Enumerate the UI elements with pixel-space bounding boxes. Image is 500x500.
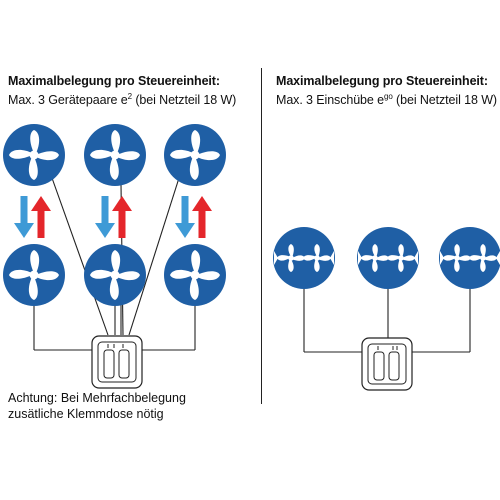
fan-icon <box>84 244 146 306</box>
fan-icon <box>3 124 65 186</box>
warning-note-line1: Achtung: Bei Mehrfachbelegung <box>8 391 186 405</box>
right-wiring <box>303 288 471 353</box>
airflow-arrow-up-icon <box>112 196 132 238</box>
left-arrow-group <box>14 196 212 238</box>
warning-note-line2: zusätliche Klemmdose nötig <box>8 407 164 421</box>
right-heading: Maximalbelegung pro Steuereinheit: Max. … <box>276 73 497 108</box>
airflow-arrow-down-icon <box>175 196 195 238</box>
fan-icon <box>164 244 226 306</box>
left-fan-group <box>3 124 226 306</box>
right-subtitle-sup: go <box>383 92 393 101</box>
right-heading-title: Maximalbelegung pro Steuereinheit: <box>276 74 488 88</box>
left-subtitle-suffix: (bei Netzteil 18 W) <box>131 93 237 107</box>
fan-icon <box>3 244 65 306</box>
warning-note: Achtung: Bei Mehrfachbelegung zusätliche… <box>8 390 186 422</box>
left-heading-subtitle: Max. 3 Gerätepaare e2 (bei Netzteil 18 W… <box>8 89 236 108</box>
fan-icon <box>84 124 146 186</box>
dual-fan-insert-icon <box>273 227 335 289</box>
left-heading: Maximalbelegung pro Steuereinheit: Max. … <box>8 73 236 108</box>
panel-divider <box>261 68 262 404</box>
left-subtitle-sup: 2 <box>127 92 132 101</box>
right-insert-group <box>273 227 500 289</box>
dual-fan-insert-icon <box>439 227 500 289</box>
airflow-arrow-down-icon <box>95 196 115 238</box>
left-heading-title: Maximalbelegung pro Steuereinheit: <box>8 74 220 88</box>
right-heading-subtitle: Max. 3 Einschübe ego (bei Netzteil 18 W) <box>276 89 497 108</box>
fan-icon <box>164 124 226 186</box>
control-unit-right <box>361 337 413 391</box>
airflow-arrow-up-icon <box>31 196 51 238</box>
control-unit-left <box>91 335 143 389</box>
dual-fan-insert-icon <box>357 227 419 289</box>
airflow-arrow-down-icon <box>14 196 34 238</box>
right-subtitle-suffix: (bei Netzteil 18 W) <box>392 93 497 107</box>
right-subtitle-text: Max. 3 Einschübe e <box>276 93 384 107</box>
airflow-arrow-up-icon <box>192 196 212 238</box>
left-subtitle-text: Max. 3 Gerätepaare e <box>8 93 128 107</box>
